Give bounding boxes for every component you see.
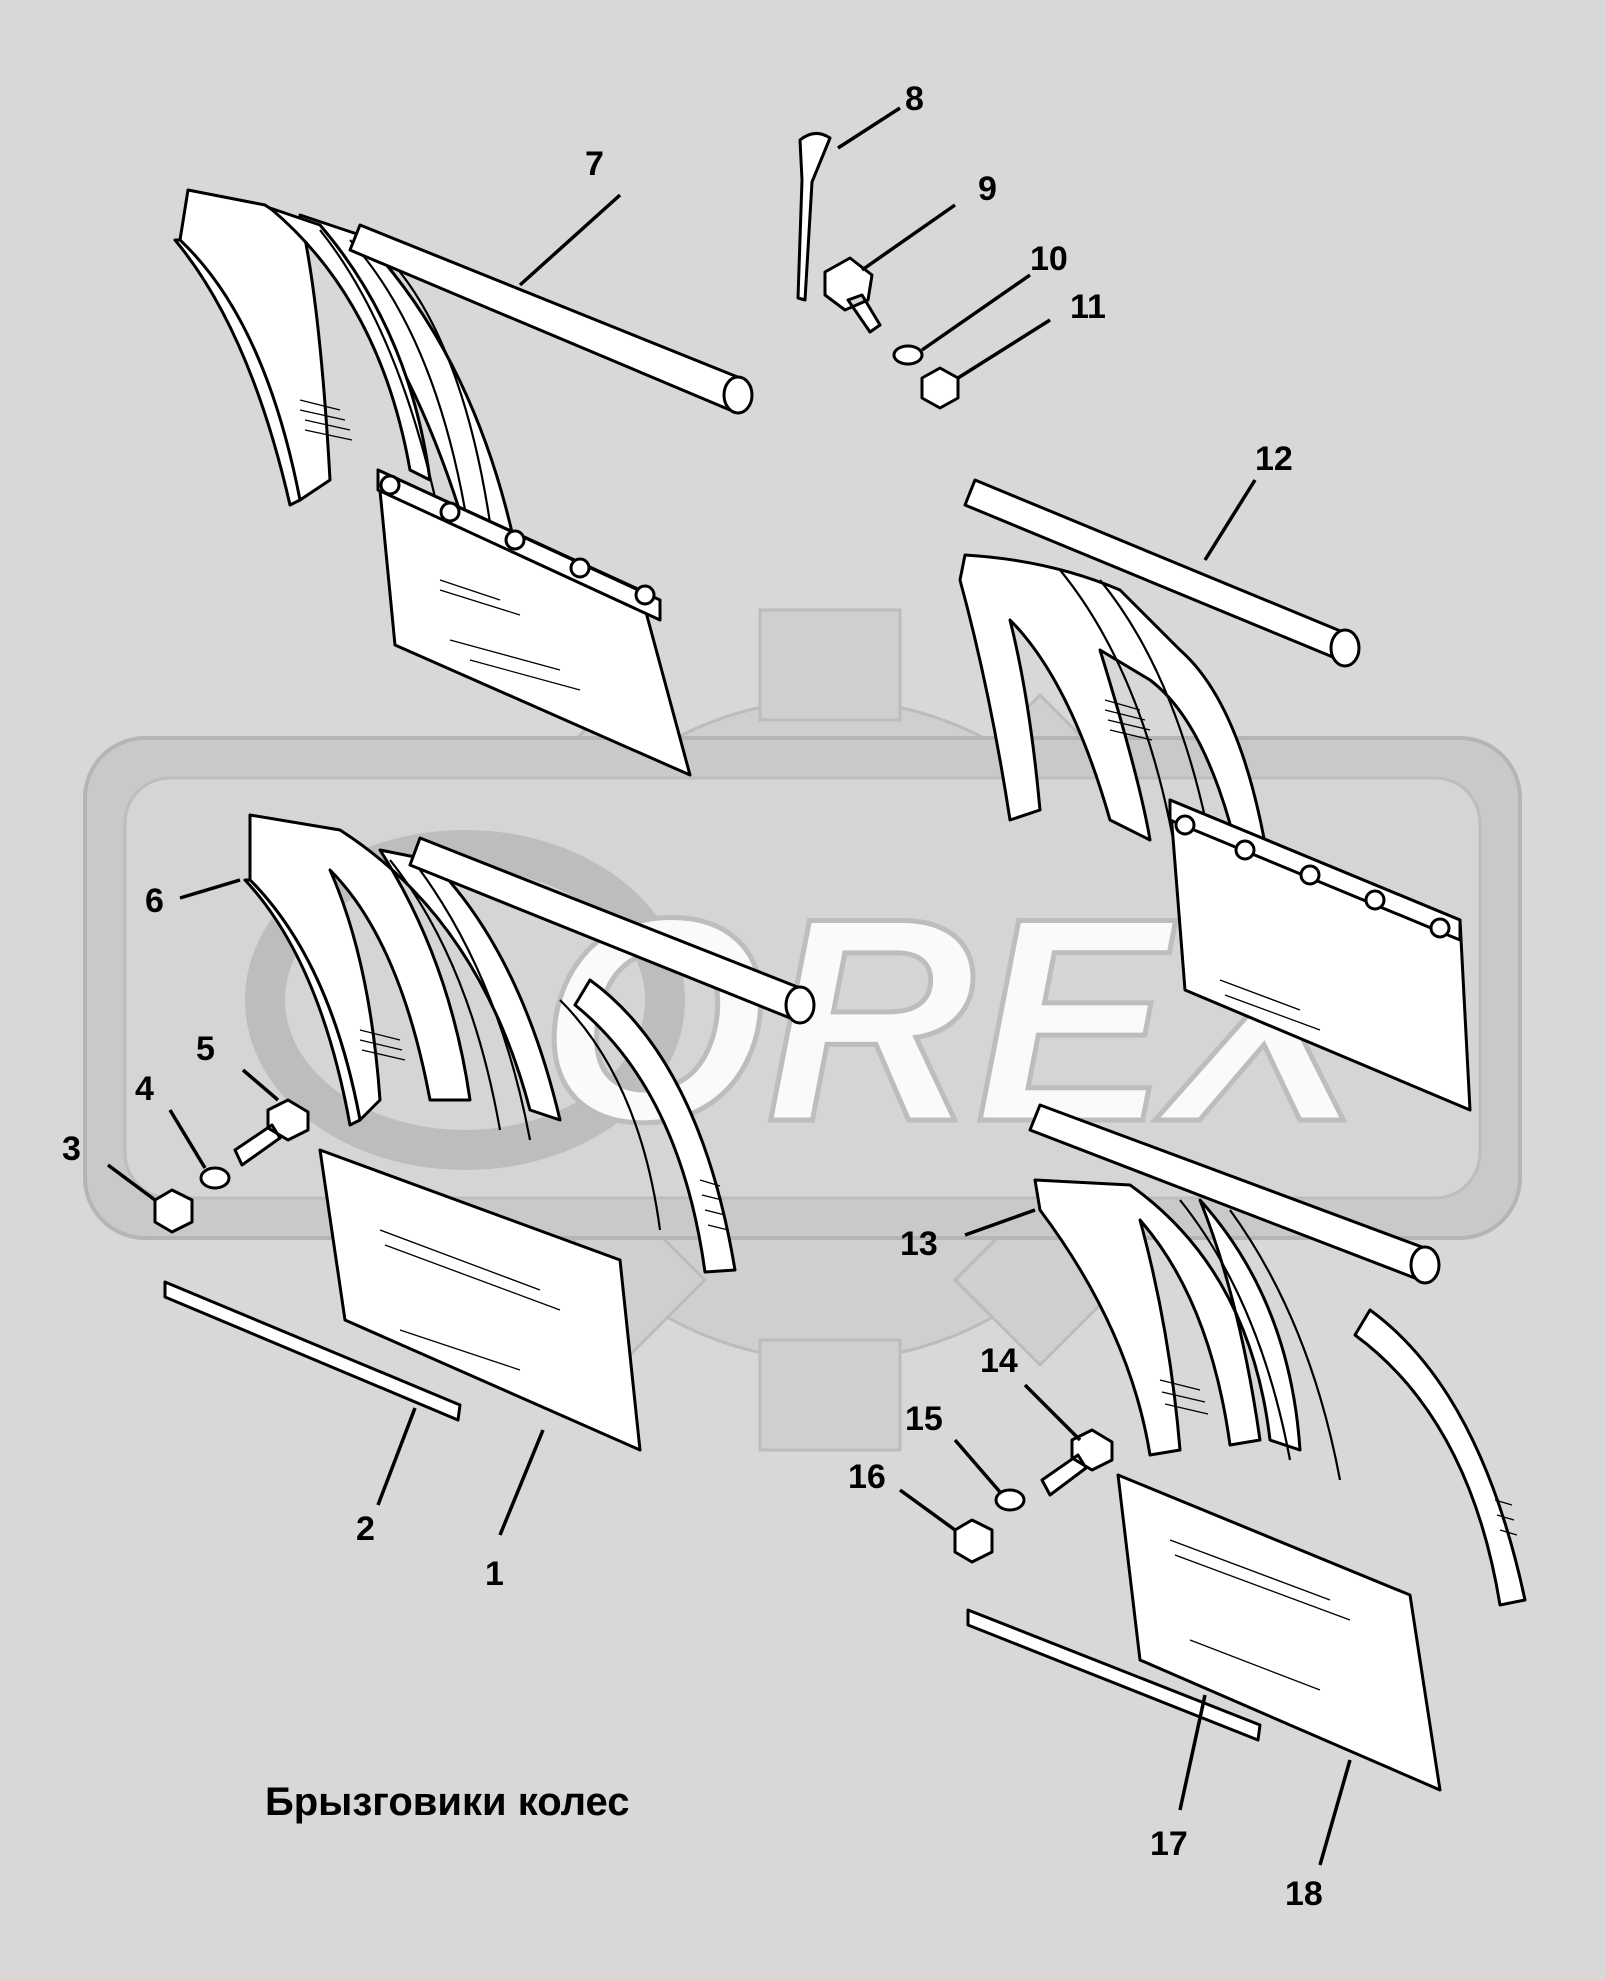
label-16: 16 — [848, 1458, 886, 1496]
label-17: 17 — [1150, 1825, 1188, 1863]
label-18: 18 — [1285, 1875, 1323, 1913]
label-6: 6 — [145, 882, 164, 920]
label-7: 7 — [585, 145, 604, 183]
label-8: 8 — [905, 80, 924, 118]
nut-top — [920, 366, 960, 410]
diagram-caption: Брызговики колес — [265, 1780, 629, 1824]
label-5: 5 — [196, 1030, 215, 1068]
mudguard-assembly-lower-right — [1028, 1103, 1527, 1607]
label-12: 12 — [1255, 440, 1293, 478]
washer-right — [994, 1488, 1026, 1512]
fastener-set-top — [796, 132, 960, 410]
fastener-set-right — [953, 1428, 1114, 1564]
bolt-top — [823, 256, 882, 334]
bolt-left — [233, 1098, 310, 1167]
cotter-pin — [796, 132, 832, 302]
nut-right — [953, 1518, 994, 1564]
part-number-labels: 1 2 3 4 5 6 7 8 9 10 11 12 13 14 15 16 1… — [62, 80, 1323, 1913]
label-9: 9 — [978, 170, 997, 208]
label-13: 13 — [900, 1225, 938, 1263]
mudflap-right — [966, 1473, 1442, 1792]
fastener-set-left — [153, 1098, 310, 1234]
label-11: 11 — [1070, 288, 1106, 326]
mudguard-assembly-center-left — [243, 813, 816, 1274]
mudguard-assembly-upper-right — [958, 478, 1472, 1112]
label-15: 15 — [905, 1400, 943, 1438]
washer-top — [892, 344, 924, 366]
label-2: 2 — [356, 1510, 375, 1548]
label-1: 1 — [485, 1555, 504, 1593]
nut-left — [153, 1188, 194, 1234]
label-4: 4 — [135, 1070, 154, 1108]
washer-left — [199, 1166, 231, 1190]
label-3: 3 — [62, 1130, 81, 1168]
mudflap-left — [163, 1148, 642, 1452]
mudguard-assembly-upper-left — [173, 188, 754, 777]
bolt-right — [1040, 1428, 1114, 1497]
label-14: 14 — [980, 1342, 1018, 1380]
leader-lines — [106, 106, 1352, 1866]
label-10: 10 — [1030, 240, 1068, 278]
